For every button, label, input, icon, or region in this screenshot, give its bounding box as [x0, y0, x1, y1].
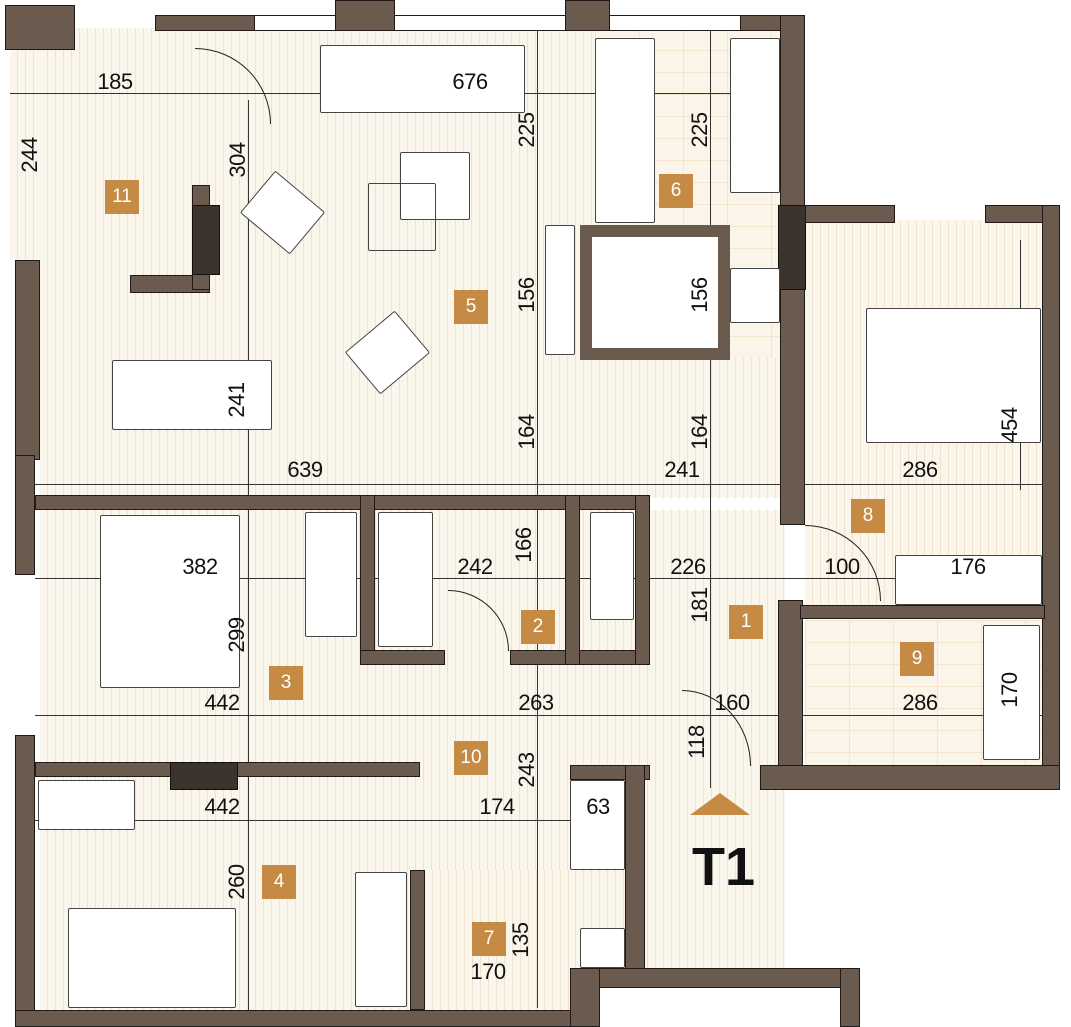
dimension-label: 242	[457, 554, 493, 579]
room-badge-1: 1	[729, 605, 763, 639]
dimension-label: 226	[670, 554, 706, 579]
closet	[570, 780, 625, 870]
wardrobe	[305, 512, 357, 637]
wall	[335, 0, 395, 31]
kitchen-cabinets	[730, 38, 780, 193]
bed	[866, 308, 1041, 443]
dimension-label: 160	[714, 690, 750, 715]
column	[170, 762, 238, 790]
dimension-label: 185	[97, 69, 133, 94]
dimension-label: 170	[470, 959, 506, 984]
dimension-label: 442	[204, 794, 240, 819]
dimension-label: 241	[224, 382, 249, 418]
dimension-label: 244	[17, 137, 42, 173]
dimension-label: 181	[687, 587, 712, 623]
room-badge-5: 5	[454, 290, 488, 324]
dimension-label: 166	[511, 527, 536, 563]
washer	[580, 928, 625, 968]
kitchen-counter	[595, 38, 655, 223]
dimension-label: 164	[514, 414, 539, 450]
dimension-label: 156	[514, 277, 539, 313]
dimension-label: 225	[687, 112, 712, 148]
column	[192, 205, 220, 275]
wardrobe	[355, 872, 407, 1007]
wall	[565, 0, 610, 31]
wall	[580, 225, 730, 360]
dimension-label: 135	[508, 922, 533, 958]
room-badge-10: 10	[454, 741, 488, 775]
wall	[360, 495, 375, 665]
dimension-label: 676	[452, 69, 488, 94]
room-badge-7: 7	[472, 922, 506, 956]
wall	[15, 455, 35, 575]
bathtub	[378, 512, 433, 647]
wall	[800, 605, 1045, 619]
stove	[730, 268, 780, 323]
wall	[155, 15, 255, 31]
dining-table	[112, 360, 272, 430]
bed	[100, 515, 240, 688]
entrance-arrow-icon	[690, 793, 750, 815]
wall	[510, 650, 650, 665]
wall	[1042, 205, 1060, 790]
dimension-label: 174	[479, 794, 515, 819]
dimension-label: 382	[182, 554, 218, 579]
plan-title: T1	[692, 837, 756, 897]
wall	[15, 260, 40, 460]
wall	[5, 5, 75, 50]
dimension-label: 170	[997, 672, 1022, 708]
room-badge-4: 4	[262, 865, 296, 899]
dimension-label: 118	[684, 725, 709, 759]
wall	[15, 1010, 585, 1027]
bathtub	[983, 625, 1040, 760]
dimension-label: 260	[224, 864, 249, 900]
column	[778, 205, 806, 290]
dimension-label: 442	[204, 690, 240, 715]
dimension-label: 243	[514, 752, 539, 788]
room-badge-3: 3	[269, 666, 303, 700]
dimension-label: 286	[902, 457, 938, 482]
wardrobe	[590, 512, 634, 620]
wall	[805, 205, 895, 223]
dimension-label: 299	[224, 617, 249, 653]
tv-stand	[545, 225, 575, 355]
dimension-label: 263	[518, 690, 554, 715]
dimension-label: 241	[664, 457, 700, 482]
bed	[68, 908, 236, 1008]
room-badge-6: 6	[659, 174, 693, 208]
wall	[625, 765, 645, 975]
dimension-label: 304	[225, 142, 250, 178]
wall	[778, 600, 803, 790]
room-badge-8: 8	[851, 499, 885, 533]
dimension-label: 225	[514, 112, 539, 148]
desk	[38, 780, 135, 830]
wall	[410, 870, 425, 1010]
dimension-label: 164	[687, 414, 712, 450]
dimension-label: 286	[902, 690, 938, 715]
wall	[760, 765, 1060, 790]
dimension-label: 639	[287, 457, 323, 482]
wall	[570, 968, 600, 1027]
dimension-label: 454	[997, 407, 1022, 443]
wall	[15, 735, 35, 1025]
wall	[565, 495, 580, 665]
dimension-label: 176	[950, 554, 986, 579]
room-badge-9: 9	[900, 642, 934, 676]
wall	[840, 968, 860, 1027]
wall	[570, 968, 860, 988]
dimension-label: 156	[687, 277, 712, 313]
coffee-table	[368, 183, 436, 251]
room-badge-2: 2	[521, 610, 555, 644]
wardrobe	[895, 555, 1042, 605]
sofa	[320, 45, 525, 113]
wall	[360, 650, 445, 665]
room-badge-11: 11	[105, 180, 139, 214]
wall	[635, 495, 650, 665]
wall	[35, 495, 650, 510]
dimension-label: 100	[824, 554, 860, 579]
dimension-label: 63	[586, 794, 610, 819]
